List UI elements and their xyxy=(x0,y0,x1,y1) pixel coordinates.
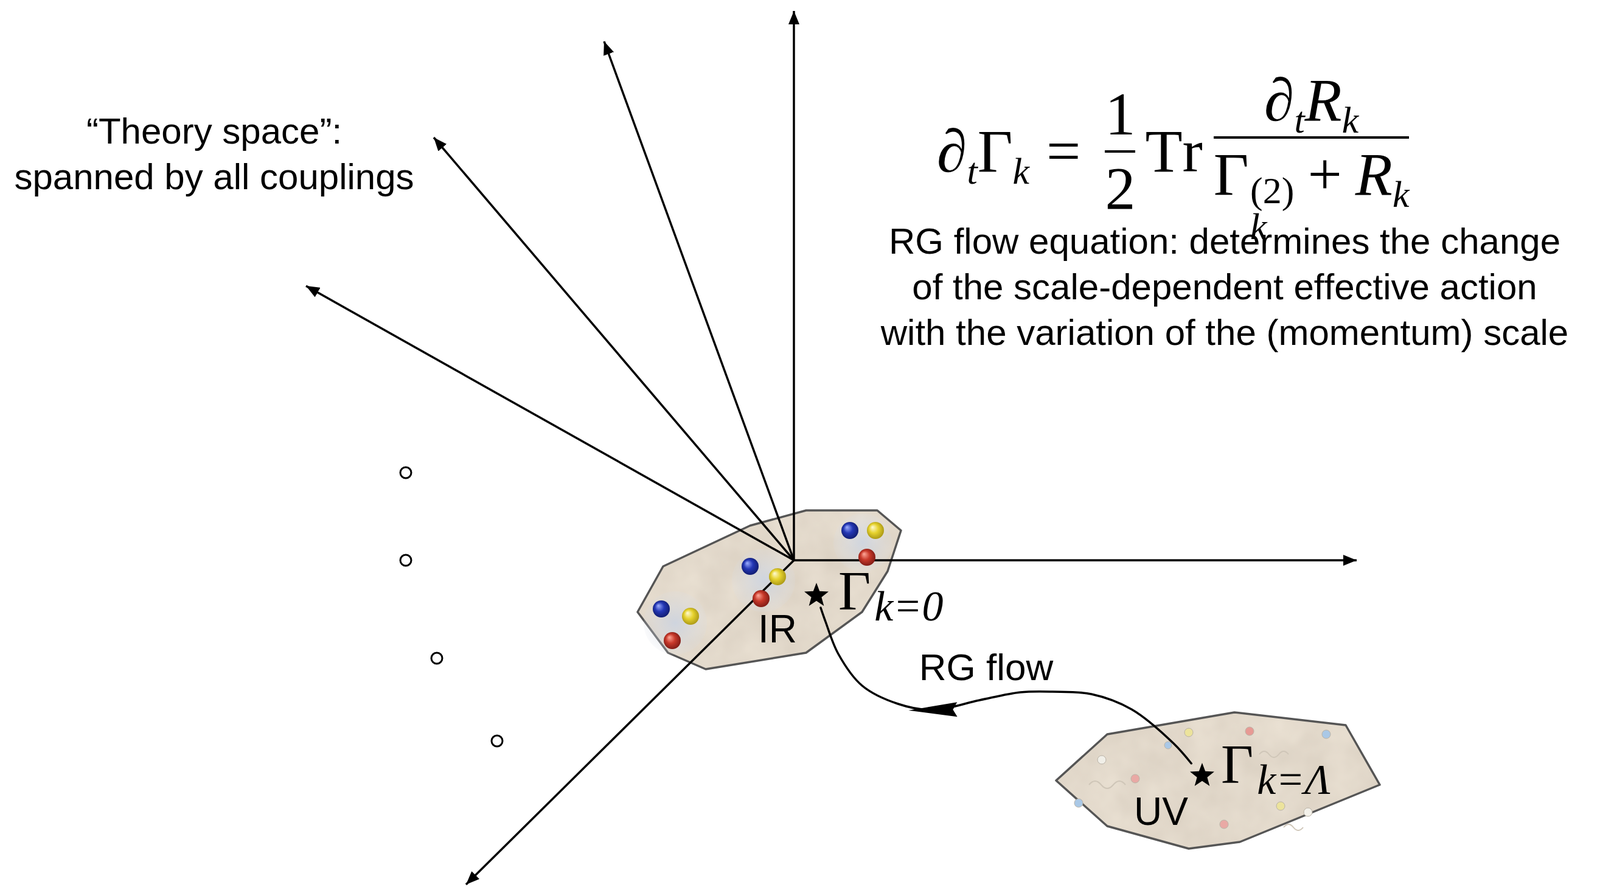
math-subscript: k xyxy=(1012,150,1030,192)
edge-label-holder: RG flow xyxy=(919,645,1054,689)
ellipsis-dot xyxy=(400,554,412,566)
bare-action-star: Γk=Λ xyxy=(1189,763,1215,788)
gluon-line xyxy=(1283,824,1304,831)
math-operator: Tr xyxy=(1144,118,1203,185)
region-border xyxy=(637,510,901,670)
axis-line xyxy=(466,560,794,885)
math-symbol: Γ xyxy=(977,118,1013,185)
region-label: UV xyxy=(1133,790,1189,833)
axis-line xyxy=(433,137,794,561)
label-holder: IR xyxy=(758,607,797,651)
quark-ball xyxy=(752,590,770,608)
equation-sign: = xyxy=(1029,118,1098,185)
numerator: ∂tRk xyxy=(1264,67,1359,134)
region-border xyxy=(1056,712,1380,849)
equation-description: RG flow equation: determines the change … xyxy=(876,218,1574,356)
math-symbol: ∂ xyxy=(936,118,967,185)
fraction: 1 2 xyxy=(1104,81,1136,222)
denominator-part: +Rk xyxy=(1293,141,1409,208)
star-marker xyxy=(804,582,829,606)
subscript-label: k=Λ xyxy=(1256,758,1331,802)
math-superscript: (2) xyxy=(1250,172,1294,209)
denominator-part: Γ xyxy=(1213,141,1249,208)
quark-ball xyxy=(741,557,759,575)
math-subscript: k xyxy=(1392,173,1410,215)
ellipsis-dots xyxy=(400,467,503,747)
theory-space-note: “Theory space”: spanned by all couplings xyxy=(13,108,416,200)
effective-action-star: Γk=0 xyxy=(804,583,829,608)
math-number: 1 xyxy=(1104,81,1136,148)
uv-region: UVΓk=Λ xyxy=(1056,712,1380,849)
ir-region: IR Γk=0 xyxy=(637,510,901,670)
region-texture xyxy=(637,510,901,670)
particle-dot xyxy=(1097,755,1107,765)
quark-ball xyxy=(663,632,681,650)
note-box: RG flow equation: determines the change … xyxy=(876,218,1574,356)
math-symbol: R xyxy=(1304,67,1343,134)
star-symbol xyxy=(1189,763,1215,788)
math-number: 2 xyxy=(1104,155,1136,222)
quark-ball xyxy=(681,607,700,625)
particle-dot xyxy=(1164,741,1172,749)
particle-dot xyxy=(1219,820,1229,829)
ellipsis-dot xyxy=(431,652,443,664)
particle-dot xyxy=(1074,798,1083,808)
particle-dot xyxy=(1276,801,1285,811)
axis-line xyxy=(792,10,796,561)
subscript-label: k=0 xyxy=(874,585,943,628)
axis-line xyxy=(793,559,1357,562)
label-holder: UV xyxy=(1133,790,1189,833)
fraction-bar xyxy=(1213,136,1410,139)
trace-symbol: Tr xyxy=(1142,118,1206,185)
quark-ball xyxy=(866,521,884,540)
region-outline xyxy=(1056,712,1380,849)
symbol-label: Γ xyxy=(1220,736,1254,793)
baryon-halo xyxy=(643,591,707,655)
region-fill xyxy=(1056,712,1380,849)
quark-ball xyxy=(768,568,787,586)
math-subscript: t xyxy=(966,150,978,192)
ellipsis-dot xyxy=(400,467,412,479)
arrow-head xyxy=(908,702,957,717)
particle-dot xyxy=(1130,774,1140,783)
star-marker xyxy=(1189,762,1215,787)
ellipsis-dot xyxy=(491,735,503,747)
numerator: 1 xyxy=(1104,81,1136,148)
axis-line xyxy=(306,285,794,561)
math-subscript: k xyxy=(1250,208,1268,245)
math-operator: + xyxy=(1307,141,1342,208)
region-fill xyxy=(637,510,901,670)
particle-dot xyxy=(1303,807,1313,817)
axis-line xyxy=(604,41,794,561)
denominator: 2 xyxy=(1104,155,1136,222)
note-box: “Theory space”: spanned by all couplings xyxy=(13,108,416,200)
math-subscript: k xyxy=(1342,99,1360,141)
star-symbol xyxy=(804,583,829,608)
edge-label: RG flow xyxy=(919,645,1054,689)
math-symbol: Γ xyxy=(1213,141,1249,208)
particle-dot xyxy=(1321,730,1331,739)
math-subscript: t xyxy=(1293,99,1305,141)
quark-ball xyxy=(652,600,670,618)
particle-dot xyxy=(1245,726,1254,736)
equation-lhs: ∂tΓk xyxy=(936,118,1030,185)
baryon-halo xyxy=(731,548,796,613)
particle-dot xyxy=(1184,728,1194,737)
node-label-row: Γk=0 xyxy=(838,562,944,619)
flow-equation: ∂tΓk = 1 2 Tr ∂tRk Γ k(2) +Rk xyxy=(936,67,1417,237)
quark-ball xyxy=(841,521,859,540)
node-label-row: Γk=Λ xyxy=(1220,736,1331,793)
symbol-label: Γ xyxy=(838,562,871,619)
region-label: IR xyxy=(758,607,797,651)
region-texture xyxy=(1056,712,1380,849)
math-operator: = xyxy=(1046,118,1081,185)
fraction-bar xyxy=(1104,150,1136,153)
math-symbol: ∂ xyxy=(1264,67,1294,134)
math-symbol: R xyxy=(1355,141,1393,208)
fraction: ∂tRk Γ k(2) +Rk xyxy=(1213,67,1410,237)
